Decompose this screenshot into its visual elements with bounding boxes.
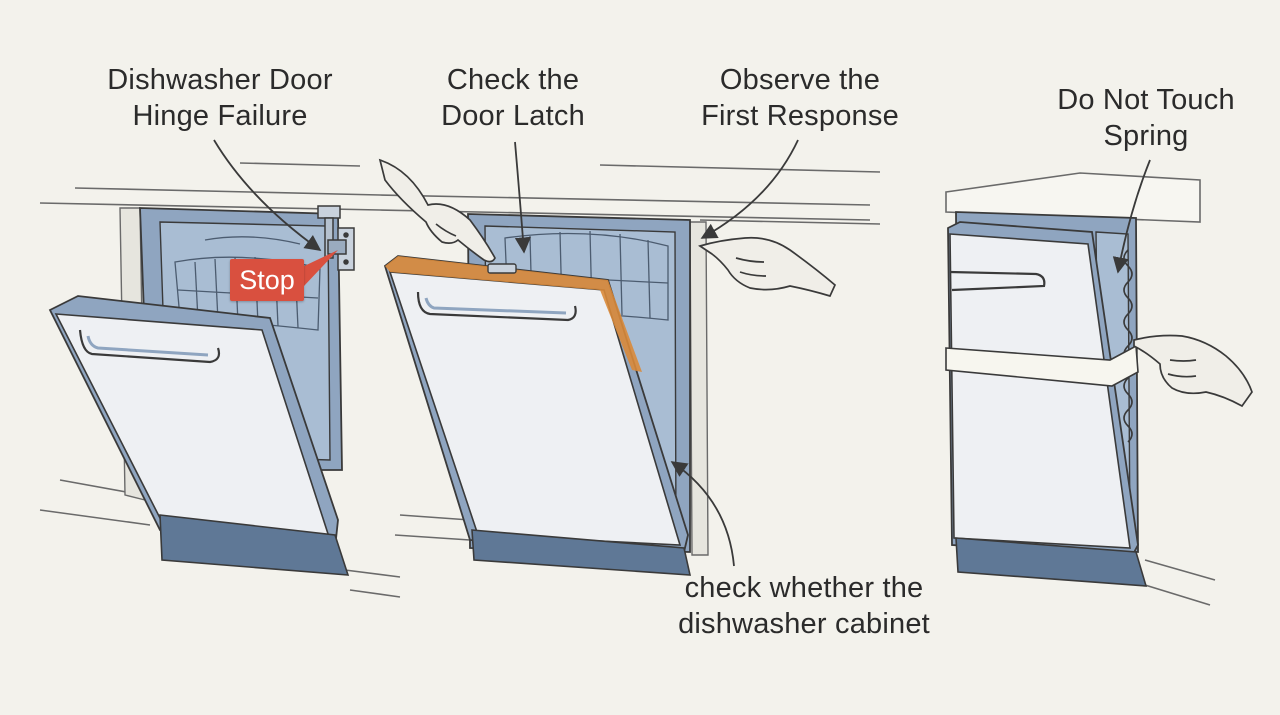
hand-icon bbox=[378, 158, 496, 263]
label-cabinet-check: check whether the dishwasher cabinet bbox=[672, 570, 936, 642]
hand-icon-3 bbox=[1133, 334, 1253, 408]
door-base-3 bbox=[955, 537, 1148, 587]
label-line: check whether the bbox=[684, 572, 924, 604]
label-door-latch: Check the Door Latch bbox=[420, 62, 606, 134]
label-line: Check the bbox=[446, 64, 580, 96]
panel-do-not-touch bbox=[945, 159, 1253, 606]
door-latch bbox=[487, 263, 517, 274]
label-hinge-failure: Dishwasher Door Hinge Failure bbox=[100, 62, 340, 134]
cabinet-callout-arrow bbox=[670, 461, 735, 567]
spring-callout-arrow bbox=[1112, 159, 1151, 274]
stop-badge: Stop bbox=[230, 259, 304, 301]
door-handle-3 bbox=[949, 270, 1046, 292]
door-base-2 bbox=[471, 529, 692, 576]
spring-icon bbox=[1123, 249, 1133, 443]
stop-pointer bbox=[300, 250, 338, 286]
panel-hinge-failure bbox=[39, 139, 401, 598]
countertop-3 bbox=[945, 172, 1216, 606]
hinge-callout-arrow bbox=[213, 139, 322, 251]
door-edge-highlight bbox=[385, 256, 642, 372]
label-line: First Response bbox=[701, 100, 899, 132]
label-line: Dishwasher Door bbox=[107, 64, 333, 96]
label-line: Do Not Touch bbox=[1057, 84, 1235, 116]
response-callout-arrow bbox=[700, 139, 799, 239]
door-strap bbox=[945, 344, 1139, 387]
label-line: Spring bbox=[1103, 120, 1189, 152]
label-first-response: Observe the First Response bbox=[692, 62, 908, 134]
door-panel-3 bbox=[949, 233, 1131, 549]
countertop-2 bbox=[379, 164, 881, 541]
label-line: Observe the bbox=[719, 64, 881, 96]
door-handle bbox=[78, 329, 221, 364]
label-line: Hinge Failure bbox=[132, 100, 308, 132]
latch-callout-arrow bbox=[514, 141, 531, 254]
hinge-icon bbox=[317, 205, 355, 271]
hand-icon-2 bbox=[698, 236, 837, 298]
label-line: Door Latch bbox=[441, 100, 585, 132]
panel-door-latch bbox=[378, 139, 881, 576]
label-do-not-touch: Do Not Touch Spring bbox=[1046, 82, 1246, 154]
door-handle-2 bbox=[416, 291, 577, 322]
label-line: dishwasher cabinet bbox=[678, 608, 930, 640]
door-base bbox=[159, 514, 350, 576]
